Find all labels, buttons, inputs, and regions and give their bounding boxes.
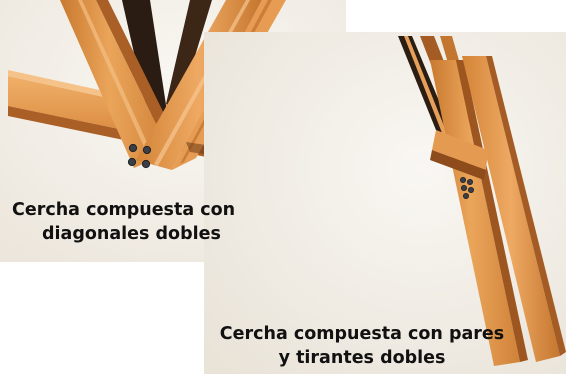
bolt [459,176,466,183]
double-tie-member [430,130,488,180]
bolt [466,178,473,185]
caption-line: Cercha compuesta con pares [219,324,505,344]
bolt [141,159,151,169]
caption-line: Cercha compuesta con [12,200,236,220]
bolt-group-right [459,176,474,199]
bolt [460,184,467,191]
caption-line: diagonales dobles [42,224,221,244]
bolt [127,157,137,167]
image-double-rafters-and-ties [204,32,566,374]
left-double-diagonal [60,0,180,168]
bolt [467,186,474,193]
double-rafter-back [462,56,566,362]
bolt [462,192,469,199]
caption-line: y tirantes dobles [278,348,446,368]
diagonal-members-back [122,0,212,124]
bolt-group-left [127,143,152,169]
caption-double-rafters-and-ties: Cercha compuesta con pares y tirantes do… [216,322,508,370]
bolt [142,145,152,155]
caption-double-diagonals: Cercha compuesta con diagonales dobles [12,198,235,246]
bolt [128,143,138,153]
